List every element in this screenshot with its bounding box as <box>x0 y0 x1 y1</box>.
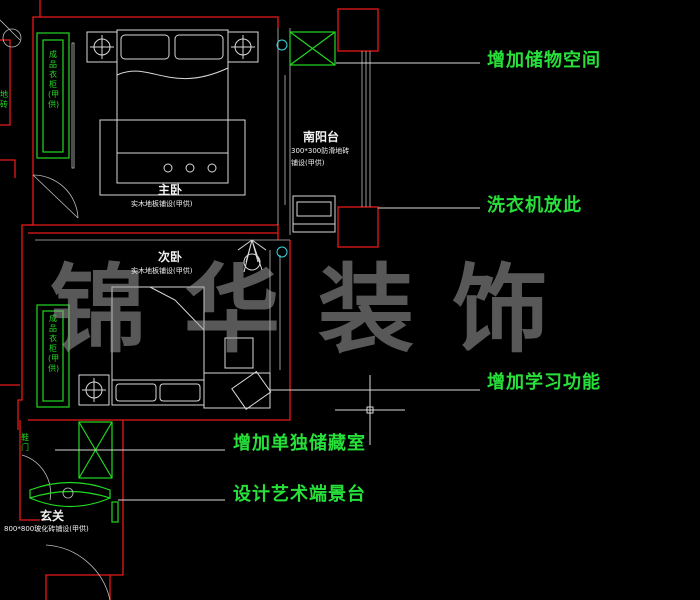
room-label-master: 主卧 <box>158 183 183 197</box>
vase-icon <box>62 487 74 499</box>
watermark: 锦华装饰 <box>50 253 586 366</box>
study-chair <box>224 337 254 369</box>
room-note-balcony-1: 300*300防滑地砖 <box>291 147 350 155</box>
room-label-entry: 玄关 <box>40 509 65 523</box>
wardrobe-label-second: 成品衣柜(甲供) <box>48 314 60 373</box>
art-console <box>29 481 111 499</box>
side-label-top-left: 地砖 <box>0 90 8 109</box>
balcony-storage-box <box>289 31 336 66</box>
master-bedroom-furniture <box>71 29 259 196</box>
wall-second-room-right <box>28 240 291 421</box>
callout-washing-machine: 洗衣机放此 <box>487 195 582 216</box>
wall-far-left-2 <box>0 159 16 178</box>
side-label-door-left: 鞋门 <box>21 433 29 452</box>
wardrobe-second <box>36 304 70 408</box>
balcony-column-top <box>337 8 379 52</box>
room-note-second: 实木地板铺设(甲供) <box>131 267 193 275</box>
fixture-top-left <box>2 28 22 48</box>
fixture-icon-top <box>276 39 288 51</box>
bedroom-rug <box>99 119 246 196</box>
nightstand-second <box>78 374 110 406</box>
door-swing-master <box>32 174 79 219</box>
callout-art-console: 设计艺术端景台 <box>233 484 366 505</box>
wall-top <box>40 16 279 28</box>
crosshair-cursor <box>335 375 405 445</box>
callout-storage-room: 增加单独储藏室 <box>233 433 366 454</box>
study-desk <box>203 372 271 409</box>
master-bed <box>116 29 229 154</box>
pillow-left <box>120 34 170 60</box>
wall-left-outer <box>17 0 41 430</box>
door-swing-front <box>45 544 111 600</box>
callout-study-function: 增加学习功能 <box>487 372 601 393</box>
wall-far-left <box>0 39 11 126</box>
balcony-column-bottom <box>337 206 379 248</box>
plant-icon <box>237 239 267 273</box>
callout-leaders <box>55 62 480 501</box>
pillow-right <box>174 34 224 60</box>
wall-entry-left <box>19 420 40 521</box>
tv-bench <box>116 152 229 184</box>
interior-lines <box>0 19 371 600</box>
wall-entry-right <box>45 420 124 600</box>
room-note-balcony-2: 铺设(甲供) <box>291 159 325 167</box>
room-label-balcony: 南阳台 <box>303 130 340 144</box>
room-note-entry: 800*800玻化砖铺设(甲供) <box>4 525 89 533</box>
door-swing-entry <box>21 454 51 501</box>
callout-storage-space: 增加储物空间 <box>487 50 601 71</box>
room-label-second: 次卧 <box>158 250 183 264</box>
wardrobe-master <box>36 32 70 159</box>
washing-machine <box>292 195 336 233</box>
fixture-icon-mid <box>276 246 288 258</box>
room-note-master: 实木地板铺设(甲供) <box>131 200 193 208</box>
wardrobe-label-master: 成品衣柜(甲供) <box>48 50 60 109</box>
